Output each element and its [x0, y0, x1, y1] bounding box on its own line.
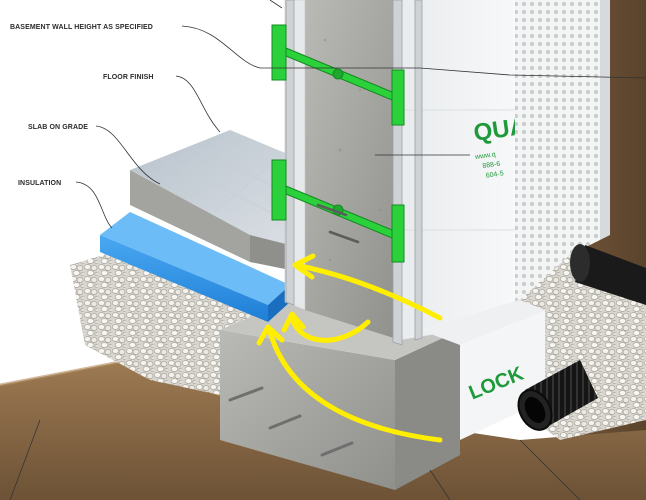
insulation-board — [100, 212, 290, 322]
concrete-wall-core — [305, 0, 400, 340]
label-floor-finish: FLOOR FINISH — [103, 74, 154, 81]
icf-tie-upper — [271, 24, 405, 126]
brand-phone-a: 604-5 — [485, 170, 504, 179]
heat-flow-arrow-curl — [281, 311, 371, 343]
heat-flow-arrow-upper — [292, 253, 443, 321]
slab-on-grade — [130, 130, 290, 270]
label-slab-on-grade: SLAB ON GRADE — [28, 124, 88, 131]
heat-flow-arrow-lower — [256, 324, 443, 443]
brand-web: www.q — [474, 151, 496, 161]
concrete-footing — [220, 302, 460, 490]
brand-phone-b: 888-6 — [482, 161, 501, 170]
leader-lines — [9, 0, 646, 500]
dimple-membrane — [515, 0, 610, 300]
heat-flow-arrows — [256, 253, 443, 443]
drain-pipe-icon — [517, 244, 646, 431]
label-basement-wall-height: BASEMENT WALL HEIGHT AS SPECIFIED — [10, 24, 153, 31]
horizontal-rebar — [316, 203, 360, 244]
label-insulation: INSULATION — [18, 180, 61, 187]
